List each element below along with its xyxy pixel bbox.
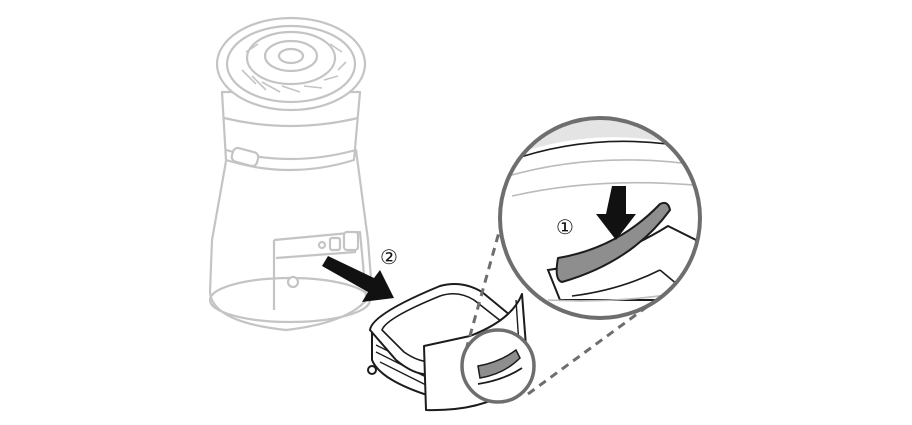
pull-arrow-icon [322,256,394,302]
detail-source-circle [460,328,536,404]
step-number-2: ② [380,245,398,269]
press-arrow-icon [596,186,636,240]
appliance-body [208,16,374,332]
detail-zoom-circle [498,116,702,320]
step-number-1: ① [556,215,574,239]
release-lever [555,201,671,283]
